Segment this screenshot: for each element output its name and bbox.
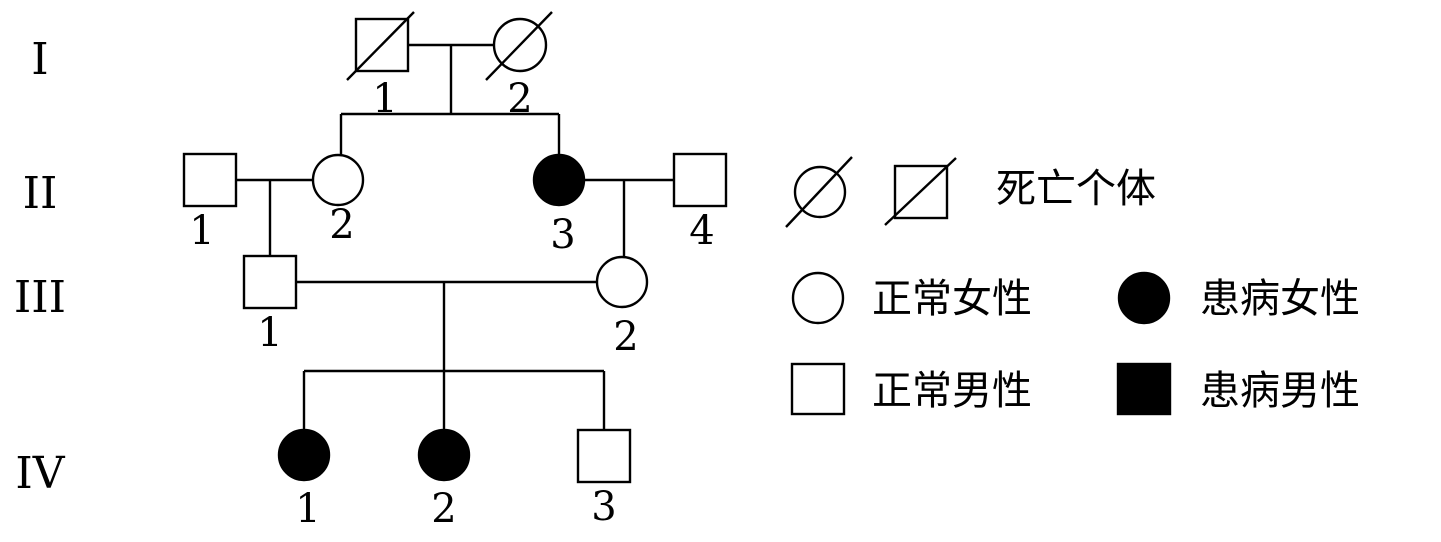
- individual-number: 2: [329, 202, 354, 248]
- individual-number: 4: [689, 208, 714, 254]
- male-symbol: [672, 152, 728, 208]
- individual-number: 2: [431, 486, 456, 532]
- male-symbol: [576, 428, 632, 484]
- individual-number: 3: [550, 212, 575, 258]
- individual-number: 3: [591, 484, 616, 530]
- legend-affected-male: 患病男性: [1116, 362, 1360, 416]
- individual-II-2: 2: [311, 153, 365, 248]
- individual-III-1: 1: [242, 254, 298, 356]
- deceased-slash: [346, 11, 415, 81]
- affected-female-symbol: [532, 153, 586, 207]
- individual-IV-3: 3: [576, 428, 632, 530]
- legend-deceased: 死亡个体: [785, 156, 1156, 228]
- generation-label-III: III: [14, 272, 66, 323]
- affected-female-icon: [1117, 271, 1171, 325]
- male-symbol: [242, 254, 298, 310]
- legend-affected-female: 患病女性: [1117, 271, 1360, 325]
- normal-female-icon: [791, 271, 845, 325]
- legend-normal-female: 正常女性: [791, 271, 1032, 325]
- individual-number: 1: [189, 208, 214, 254]
- affected-female-symbol: [417, 428, 471, 482]
- generation-label-IV: IV: [15, 448, 65, 499]
- normal-male-icon: [790, 362, 846, 416]
- individual-I-2: 2: [485, 11, 553, 122]
- male-symbol: [182, 152, 238, 208]
- female-symbol: [311, 153, 365, 207]
- individual-II-4: 4: [672, 152, 728, 254]
- female-symbol: [595, 255, 649, 309]
- deceased-slash: [884, 157, 957, 226]
- individual-III-2: 2: [595, 255, 649, 360]
- legend-normal-male: 正常男性: [790, 362, 1032, 416]
- legend-label-deceased: 死亡个体: [996, 166, 1156, 212]
- legend-label-normal-male: 正常男性: [872, 368, 1032, 414]
- legend: 死亡个体 正常女性 患病女性 正常男性 患病男性: [785, 156, 1360, 416]
- individual-IV-2: 2: [417, 428, 471, 532]
- individual-number: 1: [295, 486, 320, 532]
- individual-number: 1: [257, 310, 282, 356]
- generation-label-II: II: [23, 168, 58, 219]
- individual-number: 2: [507, 76, 532, 122]
- pedigree-lines: [236, 43, 674, 430]
- deceased-slash: [485, 11, 553, 81]
- legend-label-affected-female: 患病女性: [1200, 276, 1360, 322]
- individual-II-1: 1: [182, 152, 238, 254]
- affected-female-symbol: [277, 428, 331, 482]
- legend-label-normal-female: 正常女性: [872, 276, 1032, 322]
- individual-II-3: 3: [532, 153, 586, 258]
- legend-label-affected-male: 患病男性: [1200, 368, 1360, 414]
- individual-number: 1: [372, 76, 397, 122]
- deceased-slash: [785, 156, 853, 228]
- affected-male-icon: [1116, 362, 1172, 416]
- individual-number: 2: [613, 314, 638, 360]
- generation-label-I: I: [31, 34, 48, 85]
- individual-IV-1: 1: [277, 428, 331, 532]
- individual-I-1: 1: [346, 11, 415, 122]
